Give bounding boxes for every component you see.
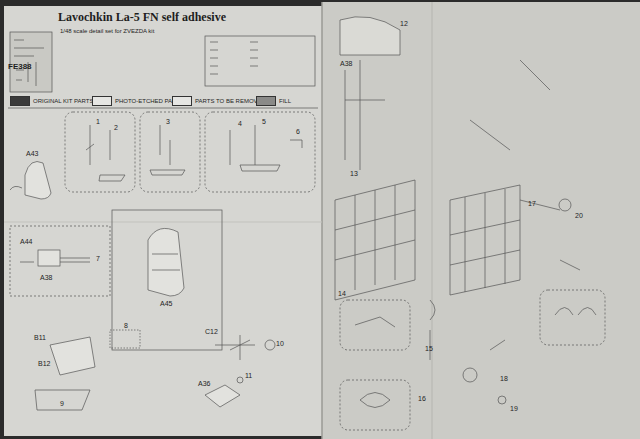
- callout-number: 6: [296, 128, 300, 135]
- callout-number: 3: [166, 118, 170, 125]
- callout-number: 5: [262, 118, 266, 125]
- callout-number: 9: [60, 400, 64, 407]
- callout-number: 18: [500, 375, 508, 382]
- callout-number: 8: [124, 322, 128, 329]
- callout-number: 19: [510, 405, 518, 412]
- callout-number: 14: [338, 290, 346, 297]
- legend-text: FILL: [279, 98, 291, 104]
- callout-number: 16: [418, 395, 426, 402]
- part-number: B11: [34, 334, 46, 341]
- sheet-title: Lavochkin La-5 FN self adhesive: [58, 10, 226, 25]
- legend-text: ORIGINAL KIT PARTS: [33, 98, 93, 104]
- legend-item: PHOTO-ETCHED PARTS: [92, 96, 184, 106]
- set-code: FE388: [8, 62, 32, 71]
- part-number: A45: [160, 300, 172, 307]
- legend-swatch: [10, 96, 30, 106]
- callout-number: 2: [114, 124, 118, 131]
- legend-item: FILL: [256, 96, 291, 106]
- legend-swatch: [92, 96, 112, 106]
- callout-number: 17: [528, 200, 536, 207]
- callout-number: 13: [350, 170, 358, 177]
- callout-number: 15: [425, 345, 433, 352]
- part-number: B12: [38, 360, 50, 367]
- part-number: A44: [20, 238, 32, 245]
- part-number: A43: [26, 150, 38, 157]
- callout-number: 7: [96, 255, 100, 262]
- legend-swatch: [256, 96, 276, 106]
- legend-swatch: [172, 96, 192, 106]
- set-description: 1/48 scale detail set for ZVEZDA kit: [60, 28, 154, 34]
- callout-number: 10: [276, 340, 284, 347]
- callout-number: 4: [238, 120, 242, 127]
- callout-number: 20: [575, 212, 583, 219]
- callout-number: 12: [400, 20, 408, 27]
- legend-item: PARTS TO BE REMOVED: [172, 96, 266, 106]
- legend-item: ORIGINAL KIT PARTS: [10, 96, 93, 106]
- part-number: A36: [198, 380, 210, 387]
- part-number: A38: [340, 60, 352, 67]
- part-number: A38: [40, 274, 52, 281]
- callout-number: 11: [245, 372, 252, 379]
- part-number: C12: [205, 328, 218, 335]
- callout-number: 1: [96, 118, 100, 125]
